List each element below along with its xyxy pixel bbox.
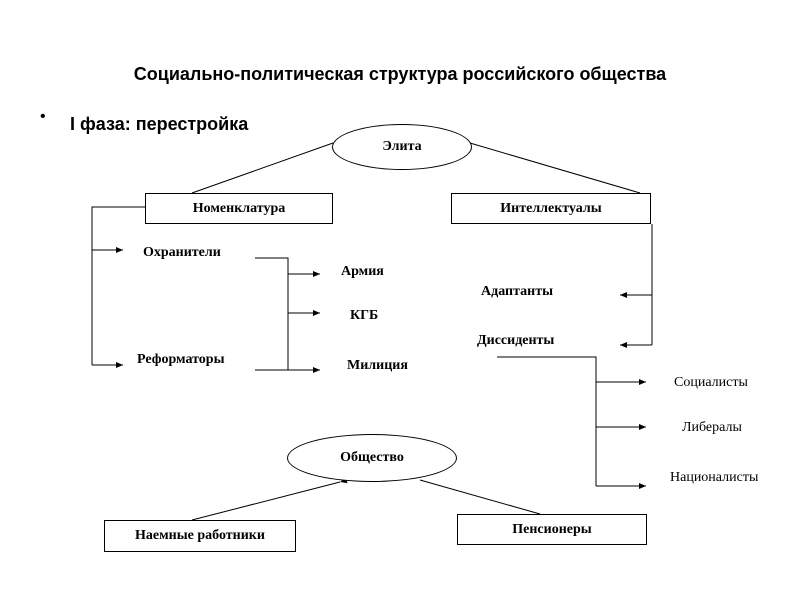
node-army: Армия [341,264,384,279]
node-reformers: Реформаторы [137,352,225,367]
node-nomenclature: Номенклатура [145,193,333,224]
node-adaptants: Адаптанты [481,284,553,299]
node-guardians: Охранители [143,245,221,260]
line-guardians-branch [255,257,289,370]
node-kgb: КГБ [350,308,379,323]
node-elite: Элита [332,124,472,170]
line-elite-nomenclature [191,142,334,194]
node-nationalists: Националисты [670,470,759,485]
line-society-pensioners [419,479,541,515]
node-dissidents: Диссиденты [477,333,555,348]
node-employees: Наемные работники [104,520,296,552]
line-elite-intellectuals [469,142,641,194]
line-dissidents-branch [497,356,597,486]
node-socialists: Социалисты [674,375,748,390]
node-pensioners: Пенсионеры [457,514,647,545]
node-liberals: Либералы [682,420,742,435]
bullet-marker: • [40,108,46,125]
page-title: Социально-политическая структура российс… [133,64,667,84]
node-society: Общество [287,434,457,482]
line-nomenclature-bracket [91,206,145,365]
phase-subtitle: I фаза: перестройка [70,114,249,134]
node-militia: Милиция [347,358,408,373]
arrow-society-employees [191,477,348,521]
node-intellectuals: Интеллектуалы [451,193,651,224]
